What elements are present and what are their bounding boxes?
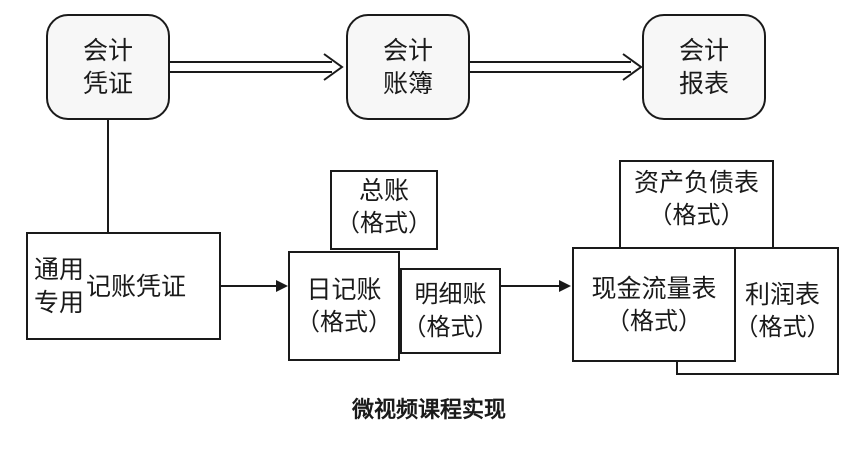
ledger-detail: 明细账 （格式） <box>400 268 501 354</box>
flow-box-books: 会计 账簿 <box>346 14 470 120</box>
statement-balance-sheet: 资产负债表 （格式） <box>619 160 774 254</box>
voucher-type-general: 通用 <box>34 255 85 284</box>
ledger-name: 总账 <box>358 176 409 205</box>
voucher-type-special: 专用 <box>34 288 85 317</box>
flow-box-line1: 会计 <box>382 36 433 65</box>
flow-box-line2: 凭证 <box>82 69 133 98</box>
double-arrow-1 <box>170 53 344 81</box>
statement-cash-flow: 现金流量表 （格式） <box>572 247 736 362</box>
statement-format: （格式） <box>734 313 831 341</box>
arrow-to-statements <box>501 280 571 292</box>
statement-name: 现金流量表 <box>591 273 717 303</box>
arrow-to-ledgers <box>221 280 288 292</box>
voucher-box: 通用 专用 记账凭证 <box>26 232 221 340</box>
flow-box-line2: 报表 <box>678 69 729 98</box>
voucher-types: 通用 专用 <box>34 253 84 319</box>
flow-box-line2: 账簿 <box>382 69 433 98</box>
ledger-name: 明细账 <box>414 280 487 308</box>
flow-box-statements: 会计 报表 <box>642 14 766 120</box>
ledger-journal: 日记账 （格式） <box>288 251 400 361</box>
statement-name: 资产负债表 <box>633 168 759 197</box>
flow-box-line1: 会计 <box>678 36 729 65</box>
ledger-format: （格式） <box>336 209 432 237</box>
diagram-caption: 微视频课程实现 <box>351 398 506 423</box>
statement-format: （格式） <box>648 201 745 229</box>
ledger-format: （格式） <box>296 308 392 336</box>
ledger-format: （格式） <box>402 313 499 341</box>
flow-box-line1: 会计 <box>82 36 133 65</box>
voucher-label: 记账凭证 <box>86 271 187 301</box>
double-arrow-2 <box>470 53 643 81</box>
statement-name: 利润表 <box>744 280 820 309</box>
ledger-name: 日记账 <box>306 275 382 304</box>
flow-box-voucher: 会计 凭证 <box>46 14 170 120</box>
statement-format: （格式） <box>606 306 702 335</box>
ledger-general: 总账 （格式） <box>330 170 438 250</box>
